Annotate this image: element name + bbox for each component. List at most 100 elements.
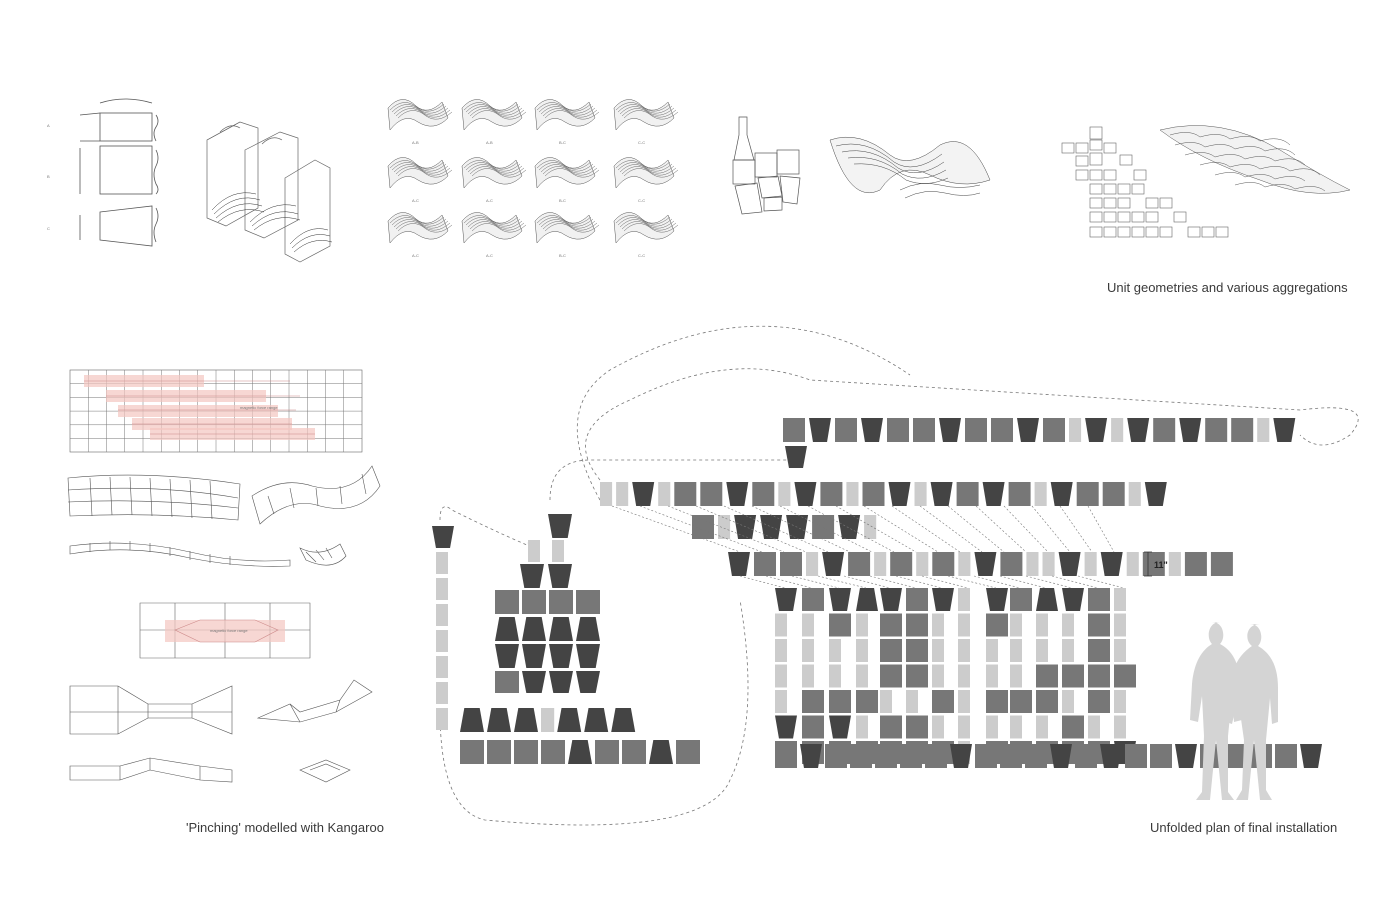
plan-block-tapered <box>829 588 851 611</box>
plan-block-tapered <box>1062 588 1084 611</box>
plan-block <box>1088 613 1110 637</box>
plan-block <box>1128 482 1141 506</box>
plan-block-tapered <box>726 482 749 506</box>
plan-block-tapered <box>930 482 953 506</box>
plan-block <box>1069 418 1082 442</box>
force-label-2: magnetic force range <box>210 628 248 633</box>
surface-tile: A-C <box>387 212 453 258</box>
aggregation-plan-diagram <box>1061 126 1229 238</box>
plan-block <box>900 744 922 768</box>
plan-block <box>754 552 776 576</box>
plan-block <box>460 740 484 764</box>
plan-block <box>718 515 731 539</box>
plan-block <box>802 664 814 688</box>
tile-label: A-B <box>486 140 493 145</box>
surface-tile: A-C <box>387 157 453 203</box>
plan-block-tapered <box>520 564 544 588</box>
plan-block <box>1036 715 1048 739</box>
plan-block <box>1025 744 1047 768</box>
plan-block <box>913 418 935 442</box>
plan-block-tapered <box>460 708 484 732</box>
plan-block <box>1062 664 1084 688</box>
plan-block <box>775 664 787 688</box>
plan-block <box>528 540 540 562</box>
surface-tile: B-C <box>534 99 600 145</box>
plan-block-tapered <box>856 588 878 611</box>
plan-block <box>965 418 987 442</box>
plan-block <box>1114 588 1126 611</box>
plan-block <box>975 744 997 768</box>
plan-block <box>906 690 918 713</box>
plan-block <box>890 552 913 576</box>
plan-block <box>986 690 1008 713</box>
plan-block <box>875 744 897 768</box>
plan-block-tapered <box>880 588 902 611</box>
plan-block <box>778 482 791 506</box>
plan-block <box>1036 664 1058 688</box>
tile-label: B-C <box>559 253 566 258</box>
plan-block <box>856 613 868 637</box>
pinching-folded-unit <box>69 679 373 783</box>
plan-block-tapered <box>1144 482 1167 506</box>
plan-block <box>880 639 902 662</box>
plan-block <box>1043 418 1065 442</box>
plan-block-tapered <box>809 418 831 442</box>
plan-block-tapered <box>632 482 655 506</box>
plan-block <box>887 418 909 442</box>
plan-block <box>850 744 872 768</box>
plan-block <box>622 740 646 764</box>
plan-block <box>1088 639 1110 662</box>
plan-block-tapered <box>649 740 673 764</box>
tile-label: A-C <box>486 198 493 203</box>
plan-block <box>1257 418 1270 442</box>
plan-block <box>880 690 892 713</box>
plan-block <box>1010 715 1022 739</box>
plan-block <box>956 482 979 506</box>
plan-block <box>436 708 448 730</box>
plan-block <box>1010 588 1032 611</box>
pinching-unit-plan: magnetic force range <box>139 602 311 659</box>
tile-label: A-C <box>412 253 419 258</box>
plan-block <box>880 715 902 739</box>
tile-label: B-C <box>559 198 566 203</box>
plan-block <box>1010 664 1022 688</box>
plan-block-tapered <box>800 744 822 768</box>
plan-block <box>1036 613 1048 637</box>
tile-label: A-B <box>412 140 419 145</box>
plan-block-tapered <box>760 515 783 539</box>
plan-block <box>436 656 448 678</box>
plan-block <box>848 552 871 576</box>
plan-block <box>958 715 970 739</box>
plan-block-tapered <box>982 482 1005 506</box>
plan-block <box>495 590 519 614</box>
plan-block-tapered <box>514 708 538 732</box>
plan-block <box>802 588 824 611</box>
tile-label: A-C <box>412 198 419 203</box>
plan-block <box>487 740 511 764</box>
plan-block <box>783 418 805 442</box>
plan-block-tapered <box>1100 552 1123 576</box>
plan-block <box>1062 690 1074 713</box>
plan-block <box>1062 639 1074 662</box>
plan-block-tapered <box>522 644 546 668</box>
plan-block <box>674 482 697 506</box>
plan-block-tapered <box>974 552 997 576</box>
plan-block <box>820 482 843 506</box>
plan-block <box>495 671 519 693</box>
plan-block <box>436 578 448 600</box>
plan-block-tapered <box>1085 418 1108 442</box>
plan-block <box>958 552 971 576</box>
plan-block <box>752 482 775 506</box>
plan-block <box>616 482 629 506</box>
plan-block <box>1184 552 1207 576</box>
plan-block <box>829 690 851 713</box>
plan-block <box>676 740 700 764</box>
plan-block-tapered <box>775 715 797 739</box>
plan-block <box>906 664 928 688</box>
plan-block <box>856 690 878 713</box>
plan-block <box>874 552 887 576</box>
surface-tile: B-C <box>534 157 600 203</box>
plan-block <box>1062 613 1074 637</box>
plan-block <box>1042 552 1055 576</box>
